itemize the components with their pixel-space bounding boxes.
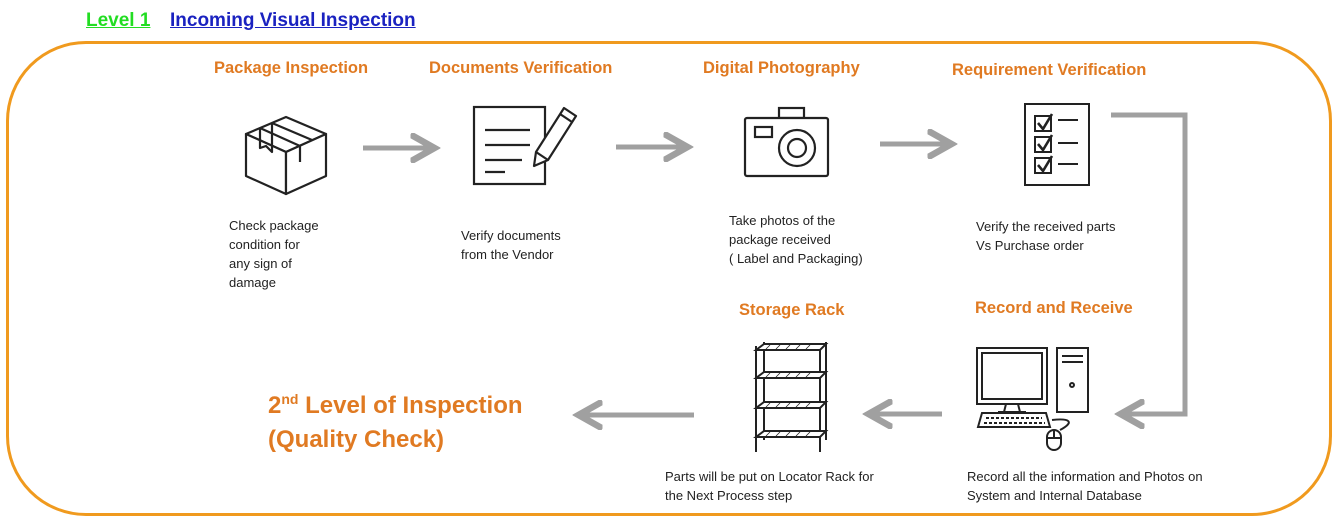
step-desc-storage-rack: Parts will be put on Locator Rack for th… (665, 469, 874, 503)
step-desc-documents-verification: Verify documents from the Vendor (461, 228, 561, 262)
step-title-requirement-verification: Requirement Verification (952, 61, 1147, 79)
step-desc-package-inspection: Check package condition for any sign of … (229, 218, 319, 290)
level-label: Level 1 (86, 10, 151, 31)
package-box-icon (244, 115, 328, 196)
step-title-package-inspection: Package Inspection (214, 59, 369, 77)
storage-rack-icon (753, 342, 829, 452)
step-desc-requirement-verification: Verify the received parts Vs Purchase or… (976, 219, 1116, 253)
next-level-number: 2 (268, 392, 282, 419)
step-title-record-and-receive: Record and Receive (975, 299, 1133, 317)
desktop-computer-icon (976, 347, 1089, 451)
page-title: Incoming Visual Inspection (170, 10, 416, 31)
process-frame (6, 41, 1332, 516)
checklist-icon (1024, 103, 1090, 186)
step-title-digital-photography: Digital Photography (703, 59, 860, 77)
document-pen-icon (472, 105, 578, 186)
step-desc-record-and-receive: Record all the information and Photos on… (967, 469, 1203, 503)
next-level-line-2: (Quality Check) (268, 426, 445, 453)
arrow-4-bend (1111, 112, 1188, 414)
next-level-text: Level of Inspection (298, 392, 523, 419)
next-level-line-1: 2nd Level of Inspection (268, 389, 523, 423)
step-title-documents-verification: Documents Verification (429, 59, 613, 77)
step-desc-digital-photography: Take photos of the package received ( La… (729, 213, 863, 266)
camera-icon (743, 106, 830, 178)
arrows (363, 112, 1188, 415)
step-title-storage-rack: Storage Rack (739, 301, 845, 319)
next-level-ordinal-suffix: nd (281, 391, 299, 407)
